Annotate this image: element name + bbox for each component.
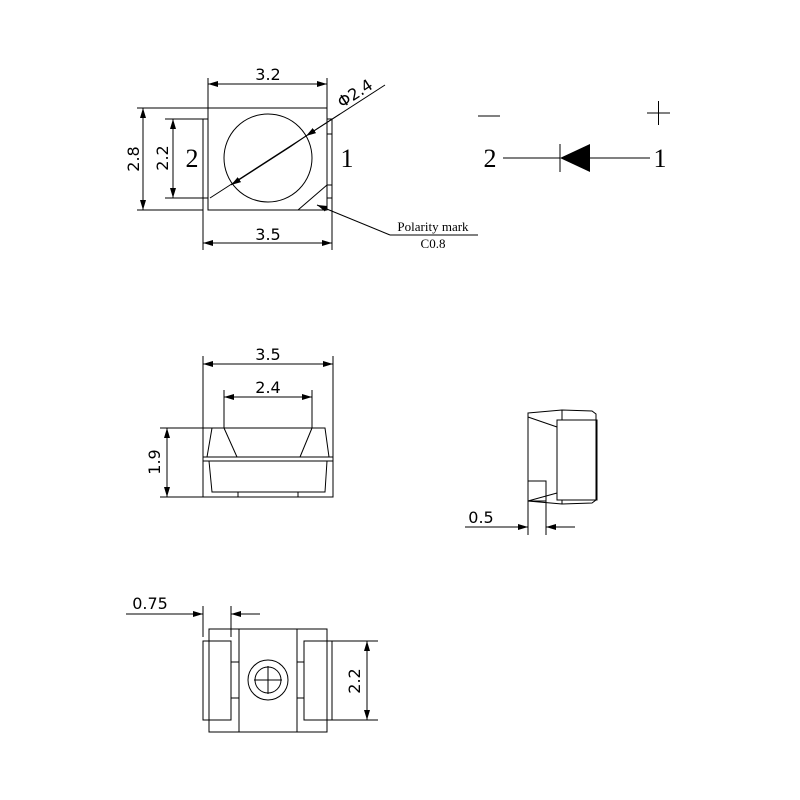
side-dim-lens: 2.4 bbox=[255, 378, 280, 397]
polarity-chamfer bbox=[297, 184, 328, 211]
dim-width: 3.2 bbox=[255, 65, 280, 84]
dim-lens: Φ2.4 bbox=[334, 75, 376, 112]
side-view: 3.5 2.4 1.9 bbox=[145, 345, 334, 498]
lens-circle bbox=[223, 113, 313, 203]
polarity-chamfer-label: C0.8 bbox=[421, 236, 446, 251]
end-view: 0.5 bbox=[465, 409, 598, 535]
pin-2-label: 2 bbox=[186, 144, 199, 173]
top-view: 3.2 Φ2.4 2.8 2.2 2 1 3.5 Polarity mark C… bbox=[124, 65, 478, 251]
dim-overall-width: 3.5 bbox=[255, 225, 280, 244]
side-dim-height: 1.9 bbox=[145, 449, 164, 474]
diode-symbol: 2 1 bbox=[478, 101, 670, 173]
body-outline bbox=[207, 107, 328, 211]
bottom-view: 0.75 2.2 bbox=[126, 594, 378, 733]
pad-left bbox=[202, 118, 209, 199]
pin-1-label: 1 bbox=[341, 144, 354, 173]
dim-height: 2.8 bbox=[124, 146, 143, 171]
dim-pad: 2.2 bbox=[153, 145, 172, 170]
pad-right bbox=[326, 118, 333, 199]
diode-triangle bbox=[560, 144, 590, 172]
bottom-dim-pad-height: 2.2 bbox=[345, 668, 364, 693]
bottom-dim-pad-width: 0.75 bbox=[132, 594, 168, 613]
polarity-mark-label: Polarity mark bbox=[397, 219, 469, 234]
symbol-pin-1: 1 bbox=[654, 144, 667, 173]
side-dim-width: 3.5 bbox=[255, 345, 280, 364]
symbol-pin-2: 2 bbox=[484, 144, 497, 173]
end-dim-pad: 0.5 bbox=[468, 508, 493, 527]
